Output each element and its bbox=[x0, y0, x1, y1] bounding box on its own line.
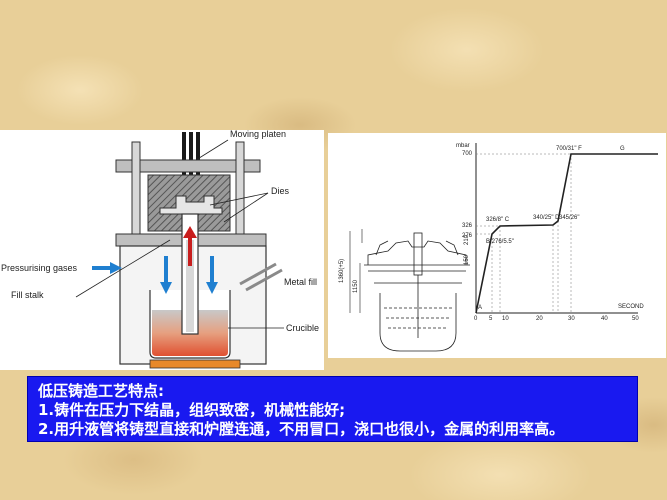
side-label-1150: 1150 bbox=[353, 279, 359, 293]
dies-label: Dies bbox=[271, 186, 290, 196]
heater bbox=[149, 359, 241, 369]
fill-stalk-label: Fill stalk bbox=[11, 290, 44, 300]
pressure-curve-diagram: 1360(+5) 1150 mbar SECOND 700 326 276 21… bbox=[328, 133, 666, 358]
point-a-label: A bbox=[478, 305, 482, 311]
wheel-mold-sketch bbox=[364, 232, 470, 352]
crucible-label: Crucible bbox=[286, 323, 319, 333]
x-tick-20: 20 bbox=[536, 316, 543, 322]
point-e-label: 345/26" bbox=[559, 215, 579, 221]
side-label-1360: 1360(+5) bbox=[339, 259, 345, 283]
point-f-label: 700/31" F bbox=[556, 146, 582, 152]
pressure-arrow-right bbox=[206, 282, 218, 294]
x-tick-30: 30 bbox=[568, 316, 575, 322]
features-box: 低压铸造工艺特点: 1.铸件在压力下结晶，组织致密，机械性能好; 2.用升液管将… bbox=[27, 376, 638, 442]
y-tick-700: 700 bbox=[462, 151, 473, 157]
metal-rise-arrow bbox=[183, 226, 197, 238]
x-tick-5: 5 bbox=[489, 316, 493, 322]
metal-fill-label: Metal fill bbox=[284, 277, 317, 287]
moving-platen-label: Moving platen bbox=[230, 130, 286, 139]
x-unit-label: SECOND bbox=[618, 304, 644, 310]
x-tick-0: 0 bbox=[474, 316, 478, 322]
x-tick-10: 10 bbox=[502, 316, 509, 322]
feature-point-2: 2.用升液管将铸型直接和炉膛连通，不用冒口，浇口也很小，金属的利用率高。 bbox=[38, 420, 565, 438]
top-platen bbox=[115, 159, 261, 173]
point-b-label: B 276/5.5" bbox=[486, 239, 514, 245]
point-g-label: G bbox=[620, 146, 625, 152]
pressure-arrow-left bbox=[160, 282, 172, 294]
guide-column-left bbox=[131, 141, 141, 235]
pressurising-gases-label: Pressurising gases bbox=[1, 263, 78, 273]
platen-column bbox=[182, 132, 200, 180]
feature-point-1: 1.铸件在压力下结晶，组织致密，机械性能好; bbox=[38, 401, 346, 419]
x-tick-40: 40 bbox=[601, 316, 608, 322]
guide-column-right bbox=[235, 141, 245, 235]
x-tick-50: 50 bbox=[632, 316, 639, 322]
casting-machine-svg: Moving platen Dies Pressurising gases Fi… bbox=[1, 129, 319, 369]
y-tick-276: 276 bbox=[462, 233, 473, 239]
features-title: 低压铸造工艺特点: bbox=[38, 382, 164, 400]
pressure-curve-svg: 1360(+5) 1150 mbar SECOND 700 326 276 21… bbox=[339, 143, 658, 352]
pressure-curve bbox=[475, 153, 658, 314]
casting-machine-diagram: Moving platen Dies Pressurising gases Fi… bbox=[0, 129, 324, 370]
point-d-label: 340/25" D bbox=[533, 215, 560, 221]
y-tick-210: 210 bbox=[464, 234, 470, 245]
y-tick-150: 150 bbox=[464, 254, 470, 265]
y-tick-326: 326 bbox=[462, 223, 473, 229]
die-cavity bbox=[159, 195, 223, 215]
y-unit-label: mbar bbox=[456, 143, 470, 149]
point-c-label: 326/8" C bbox=[486, 217, 510, 223]
gas-inlet-arrow bbox=[110, 262, 122, 274]
